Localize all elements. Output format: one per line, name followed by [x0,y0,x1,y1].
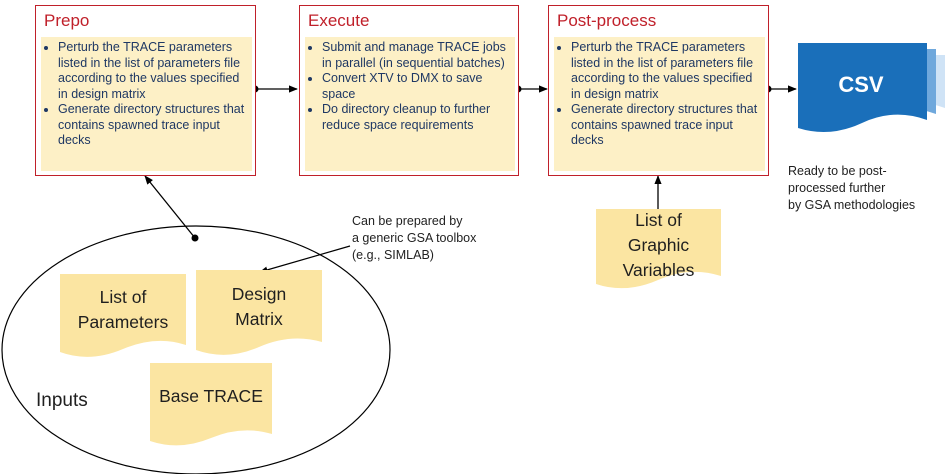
design-matrix-label: Design Matrix [231,284,287,329]
toolbox-note: Can be prepared by a generic GSA toolbox… [352,214,477,262]
postprocess-item: Perturb the TRACE parameters listed in t… [571,40,761,102]
postprocess-item: Generate directory structures that conta… [571,102,761,149]
execute-description: Submit and manage TRACE jobs in parallel… [305,37,515,171]
execute-item: Convert XTV to DMX to save space [322,71,511,102]
inputs-label: Inputs [36,390,88,411]
list-of-parameters-label: List of Parameters [77,287,169,332]
connector-inputs-to-prepo [144,175,199,242]
execute-item: Submit and manage TRACE jobs in parallel… [322,40,511,71]
graphic-variables-doc-shape [596,209,721,289]
postprocess-title: Post-process [557,11,657,30]
prepo-description: Perturb the TRACE parameters listed in t… [41,37,252,171]
prepo-item: Perturb the TRACE parameters listed in t… [58,40,248,102]
connector-toolbox-to-design-matrix [259,245,351,274]
csv-document-icon [798,43,945,132]
csv-label: CSV [838,72,884,97]
execute-item: Do directory cleanup to further reduce s… [322,102,511,133]
postprocess-step-box: Post-process Perturb the TRACE parameter… [548,5,769,176]
base-trace-doc-shape [150,363,272,446]
base-trace-label: Base TRACE [159,385,263,406]
execute-step-box: Execute Submit and manage TRACE jobs in … [299,5,519,176]
postprocess-description: Perturb the TRACE parameters listed in t… [554,37,765,171]
connector-prepo-to-execute [251,85,298,93]
design-matrix-doc-shape [196,270,322,355]
inputs-ellipse [1,225,391,474]
prepo-item: Generate directory structures that conta… [58,102,248,149]
connector-postprocess-to-csv [764,85,797,93]
prepo-step-box: Prepo Perturb the TRACE parameters liste… [35,5,256,176]
execute-title: Execute [308,11,370,30]
list-of-parameters-doc-shape [60,274,186,357]
csv-output-note: Ready to be post- processed further by G… [788,164,916,212]
connector-execute-to-postprocess [514,85,548,93]
graphic-variables-label: List of Graphic Variables [622,209,695,280]
prepo-title: Prepo [44,11,90,30]
